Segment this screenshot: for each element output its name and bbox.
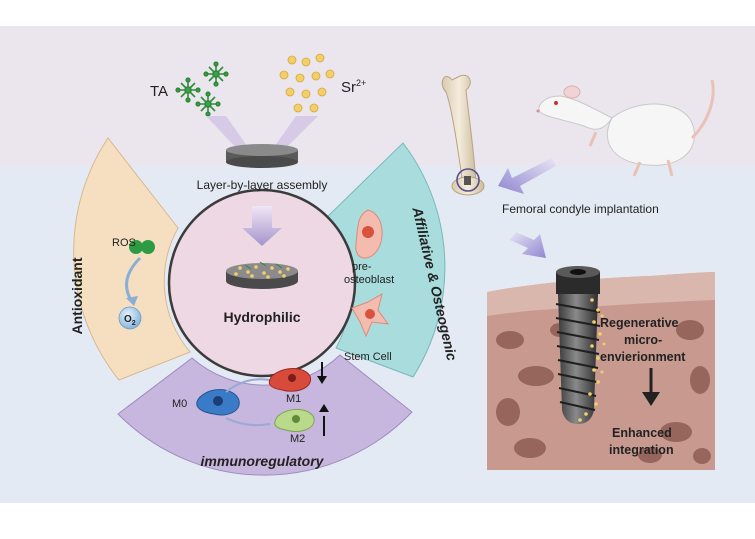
m0-macrophage [196,389,240,416]
m0-to-m2-arrow [225,417,271,427]
o2-bubble [118,306,142,330]
assembly-arrow [242,206,282,246]
stem-cell-label: Stem Cell [344,351,392,363]
implant-arrow [498,158,556,194]
m1-down-arrow [317,362,327,384]
regen-down-arrow [642,368,660,406]
ros-molecule [129,240,155,254]
screw-implant [555,266,606,424]
preosteoblast-cell [355,209,383,259]
m2-up-arrow [319,404,329,436]
m0-label: M0 [172,398,187,410]
immunoregulatory-panel [117,354,413,476]
ta-arrow [206,116,250,152]
ros-arrow-head [126,296,138,306]
lbl-label: Layer-by-layer assembly [197,178,328,192]
regen-line-2: micro- [624,333,662,347]
femur-bone [441,74,485,196]
to-implant-arrow [510,232,546,258]
ta-molecules [175,61,229,117]
immuno-label: immunoregulatory [201,453,325,469]
m2-macrophage [274,409,315,432]
antioxidant-label: Antioxidant [69,257,85,334]
rat [536,79,715,177]
regen-line-3: envierionment [600,350,686,364]
o2-label: O2 [124,314,136,327]
enhanced-line-2: integration [609,443,674,457]
m2-label: M2 [290,433,305,445]
antioxidant-panel [73,137,191,381]
ta-label: TA [150,83,168,100]
ros-label: ROS [112,237,136,249]
hydrophilic-label: Hydrophilic [223,309,300,325]
coated-disc [226,261,298,289]
regen-line-1: Regenerative [600,316,679,330]
sr-label: Sr2+ [341,78,366,96]
m0-to-m1-arrow [225,378,271,393]
osteoblast-label: osteoblast [344,274,394,286]
stem-cell [351,292,390,338]
pre-label: pre- [352,261,372,273]
m1-label: M1 [286,393,301,405]
sr-ions [279,53,335,113]
femoral-label: Femoral condyle implantation [502,202,659,216]
m1-macrophage [268,368,312,392]
sr-arrow [272,116,318,152]
substrate-disc [226,144,298,168]
enhanced-line-1: Enhanced [612,426,672,440]
